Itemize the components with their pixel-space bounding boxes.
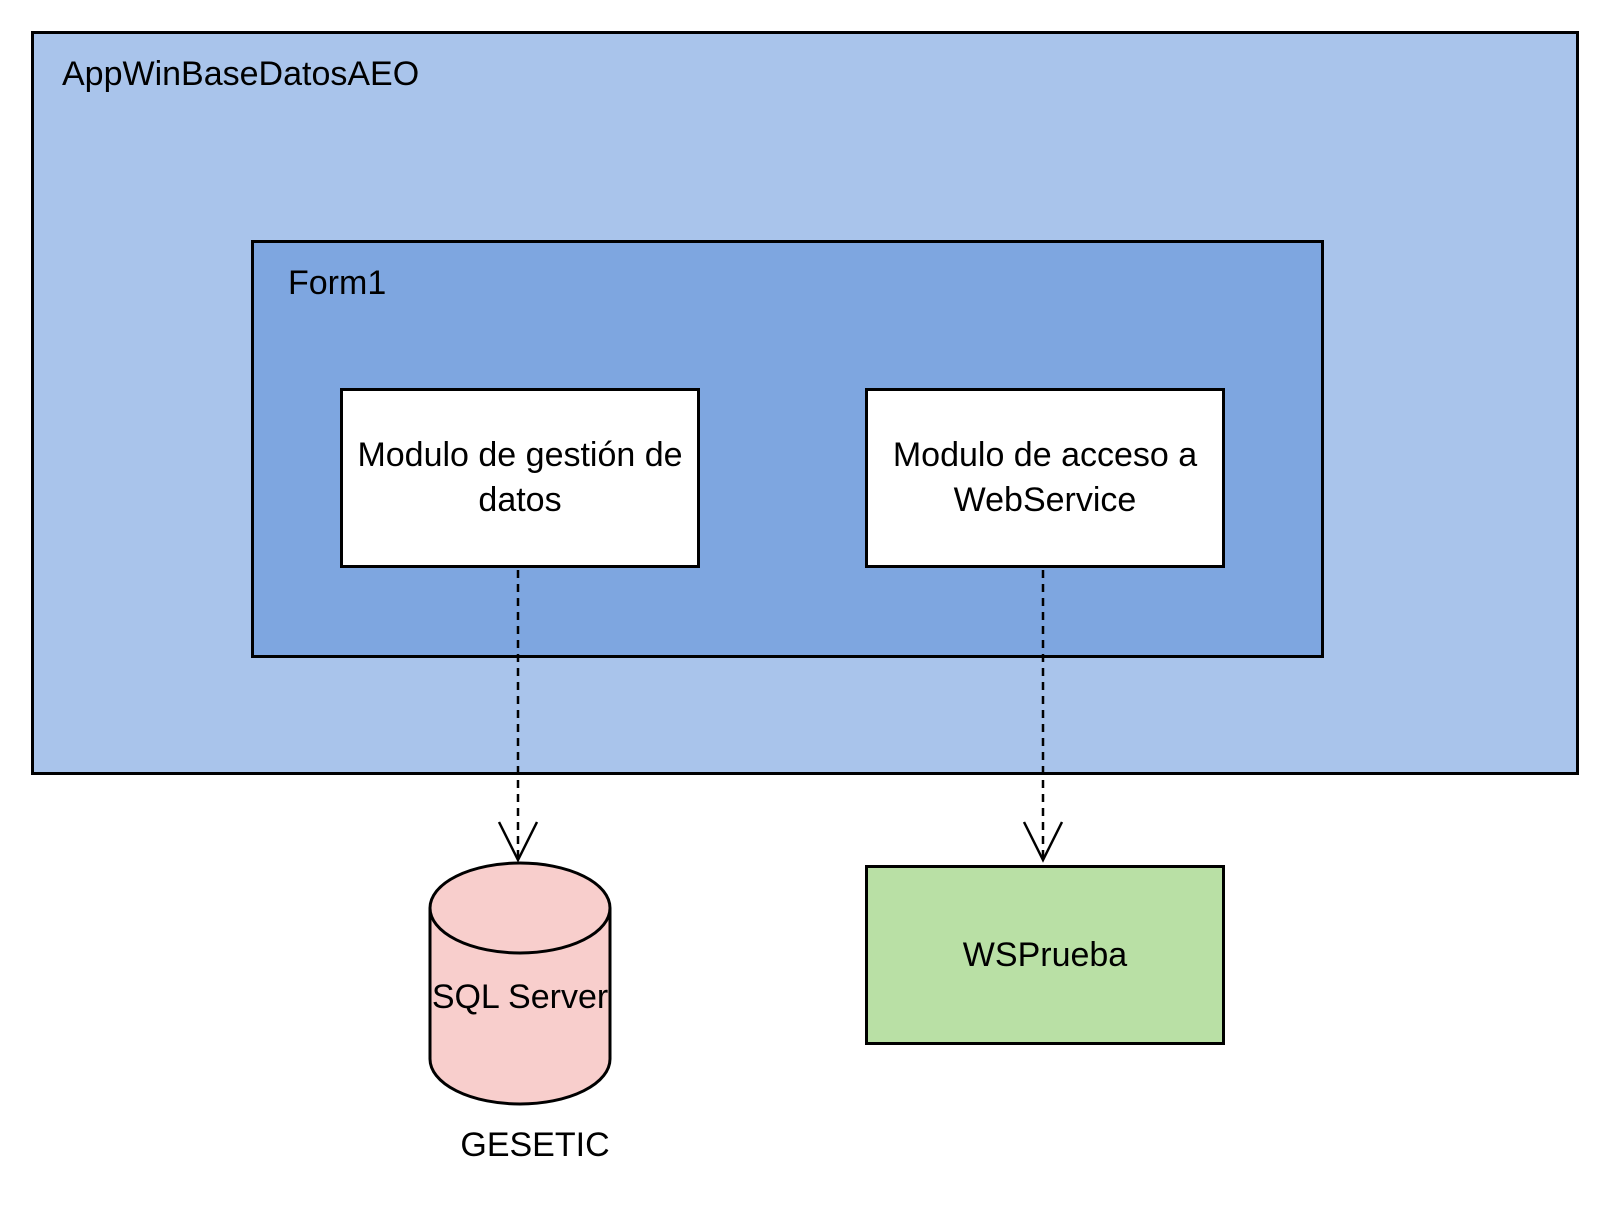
webservice-label: WSPrueba xyxy=(962,935,1128,974)
database-cylinder-rim xyxy=(428,907,612,955)
module-webservice-access-label: Modulo de acceso a WebService xyxy=(892,436,1198,519)
webservice-box: WSPrueba xyxy=(865,865,1225,1045)
arrowhead-db xyxy=(497,821,539,863)
database-cylinder xyxy=(428,861,612,1106)
connector-data-to-db xyxy=(497,570,539,863)
arrowhead-ws xyxy=(1022,821,1064,863)
outer-container-label: AppWinBaseDatosAEO xyxy=(62,55,420,93)
module-webservice-access: Modulo de acceso a WebService xyxy=(865,388,1225,568)
database-label: GESETIC xyxy=(460,1126,610,1164)
form-container-label: Form1 xyxy=(288,264,387,302)
connector-ws-to-service xyxy=(1022,570,1064,863)
database-text: SQL Server xyxy=(431,978,609,1016)
module-data-management: Modulo de gestión de datos xyxy=(340,388,700,568)
database-cylinder-body xyxy=(428,861,612,1106)
module-data-management-label: Modulo de gestión de datos xyxy=(357,436,683,519)
